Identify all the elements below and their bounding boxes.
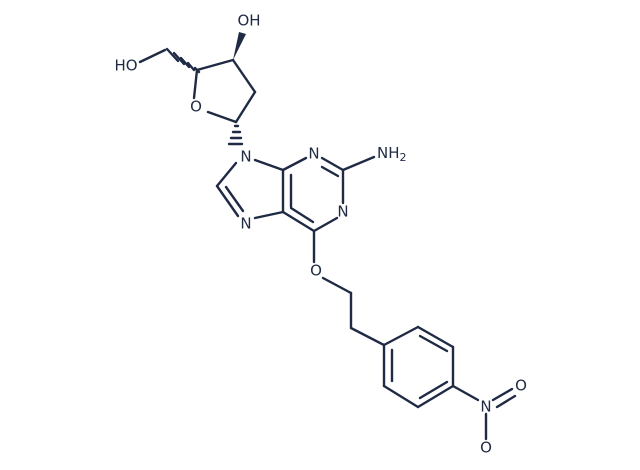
atom-nitro-o-upper: O: [515, 377, 527, 395]
bond-c3-c2: [231, 58, 257, 94]
bond-nitro-oupper-b: [495, 394, 517, 409]
bond-o-ch2: [321, 276, 353, 295]
atom-ring-oxygen: O: [190, 98, 202, 116]
atom-oh-top: OH: [237, 12, 260, 30]
bond-n7-c5: [253, 210, 285, 220]
bond-ph-2: [416, 325, 455, 349]
atom-nitro-o-lower: O: [480, 439, 492, 457]
solid-wedge-c3-oh: [233, 32, 246, 60]
atom-n9: N: [240, 148, 251, 166]
bond-c4-n9: [253, 158, 285, 172]
bond-n3-c2-b: [320, 165, 340, 178]
atom-n1: N: [337, 203, 348, 221]
bond-c6-c5-b: [289, 206, 315, 224]
bond-ph-4: [416, 384, 455, 409]
bond-ph-nitro: [451, 384, 480, 402]
bond-n1-c6: [312, 216, 339, 233]
atom-ether-oxygen: O: [310, 262, 322, 280]
bond-c2-nh2: [341, 155, 376, 172]
bond-ph-4-inner: [418, 380, 449, 400]
bond-n9-c8: [215, 161, 238, 188]
bond-c8-n7-a: [215, 184, 240, 218]
bond-ph-2-inner: [418, 334, 449, 353]
bond-c8-n7-b: [224, 185, 245, 213]
bond-c4-n3: [281, 156, 308, 172]
atom-nitro-n: N: [480, 398, 491, 416]
bond-ph-5: [382, 384, 420, 409]
atom-n7: N: [240, 215, 251, 233]
bond-ch2-phenyl: [349, 326, 386, 347]
bond-ph-1: [382, 325, 420, 347]
atom-ho-left: HO: [114, 57, 137, 75]
bond-c4-c3: [195, 58, 235, 72]
bond-o4-c4: [192, 68, 199, 100]
atom-nh2: NH2: [377, 144, 407, 165]
bond-c5-oh: [138, 48, 167, 64]
bond-c2-c1: [234, 90, 257, 124]
atom-n3: N: [308, 145, 319, 163]
bond-c6-c5-a: [281, 210, 316, 233]
bond-nitro-oupper-a: [491, 387, 514, 402]
bond-n3-c2-a: [320, 156, 345, 172]
hashed-wedge-c4-c5: [165, 47, 201, 74]
hashed-wedge-c1-n9: [227, 124, 244, 146]
bond-c1-o4: [206, 110, 238, 124]
